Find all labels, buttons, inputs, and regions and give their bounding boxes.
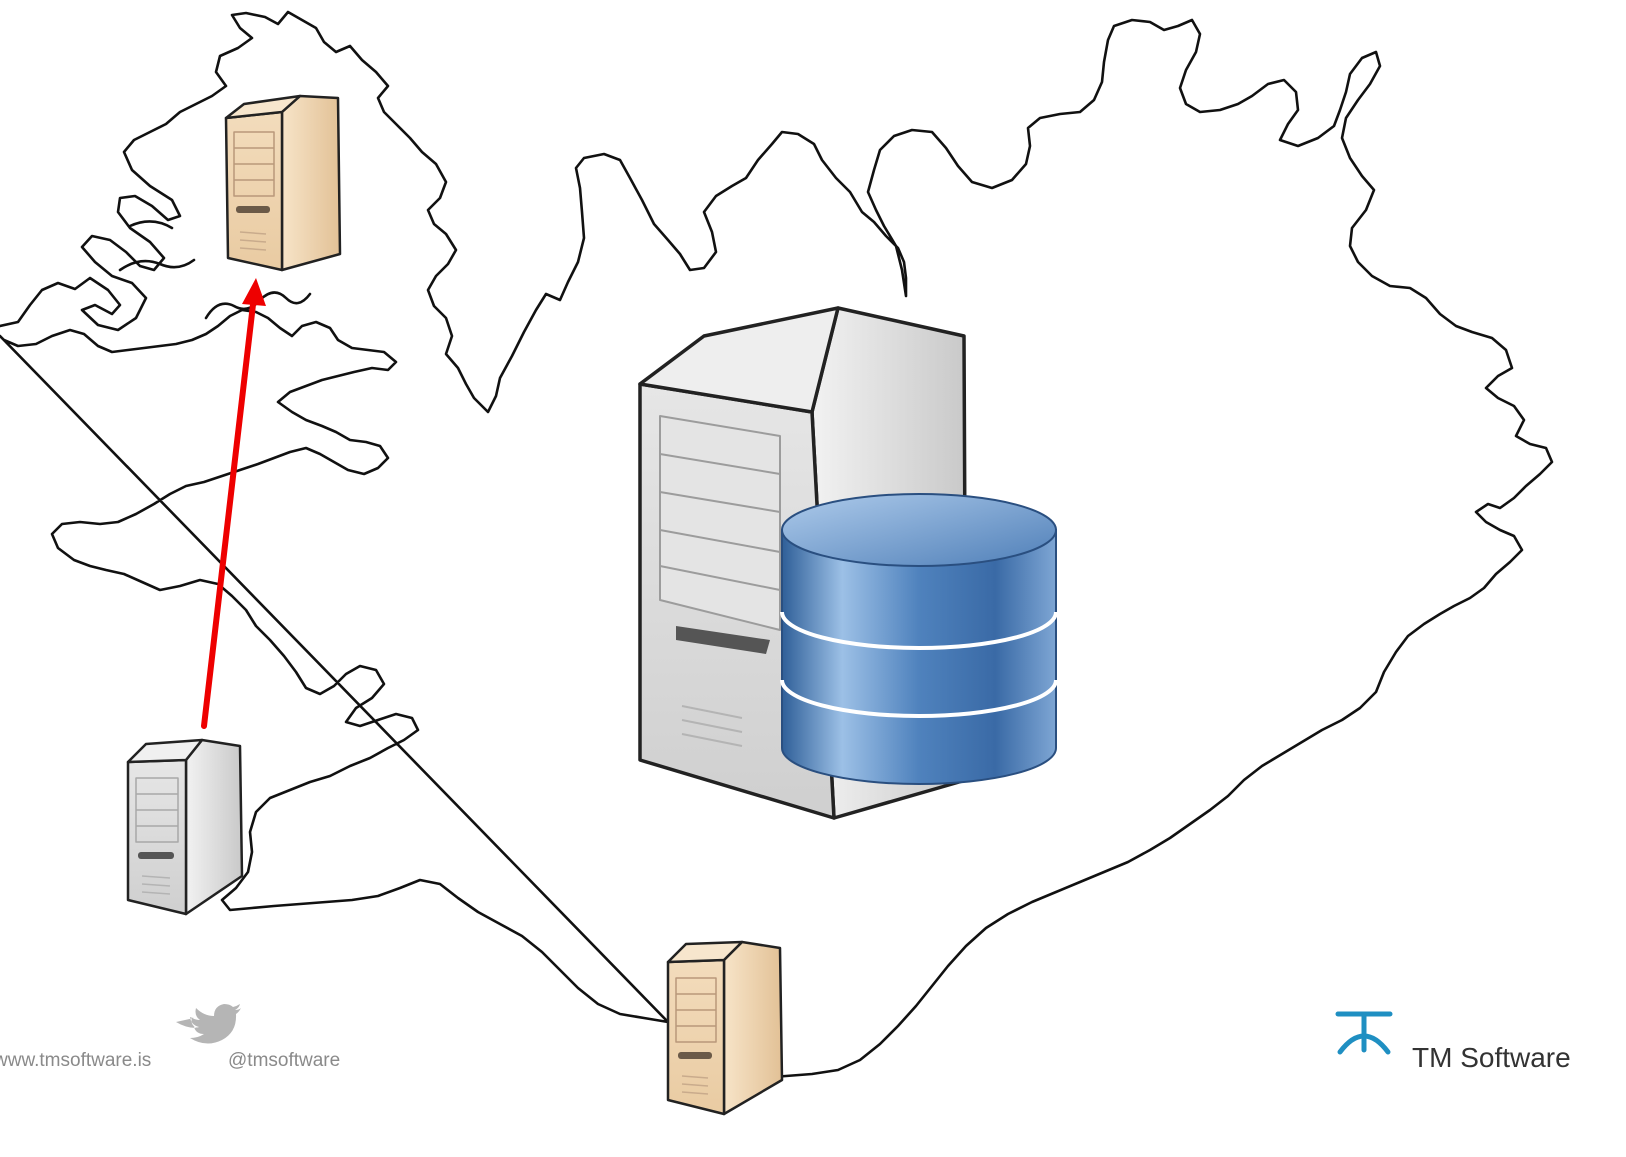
south-server-icon (666, 940, 784, 1116)
west-server-icon (126, 738, 244, 916)
brand-name-text: TM Software (1412, 1042, 1571, 1073)
northwest-server-icon (224, 94, 342, 272)
twitter-bird-icon[interactable] (176, 1004, 241, 1044)
website-url-link[interactable]: www.tmsoftware.is (0, 1050, 152, 1071)
connection-arrow (201, 278, 266, 729)
database-icon (780, 493, 1058, 785)
tm-software-logo-icon (1335, 1011, 1393, 1055)
twitter-handle-link[interactable]: @tmsoftware (228, 1050, 341, 1071)
